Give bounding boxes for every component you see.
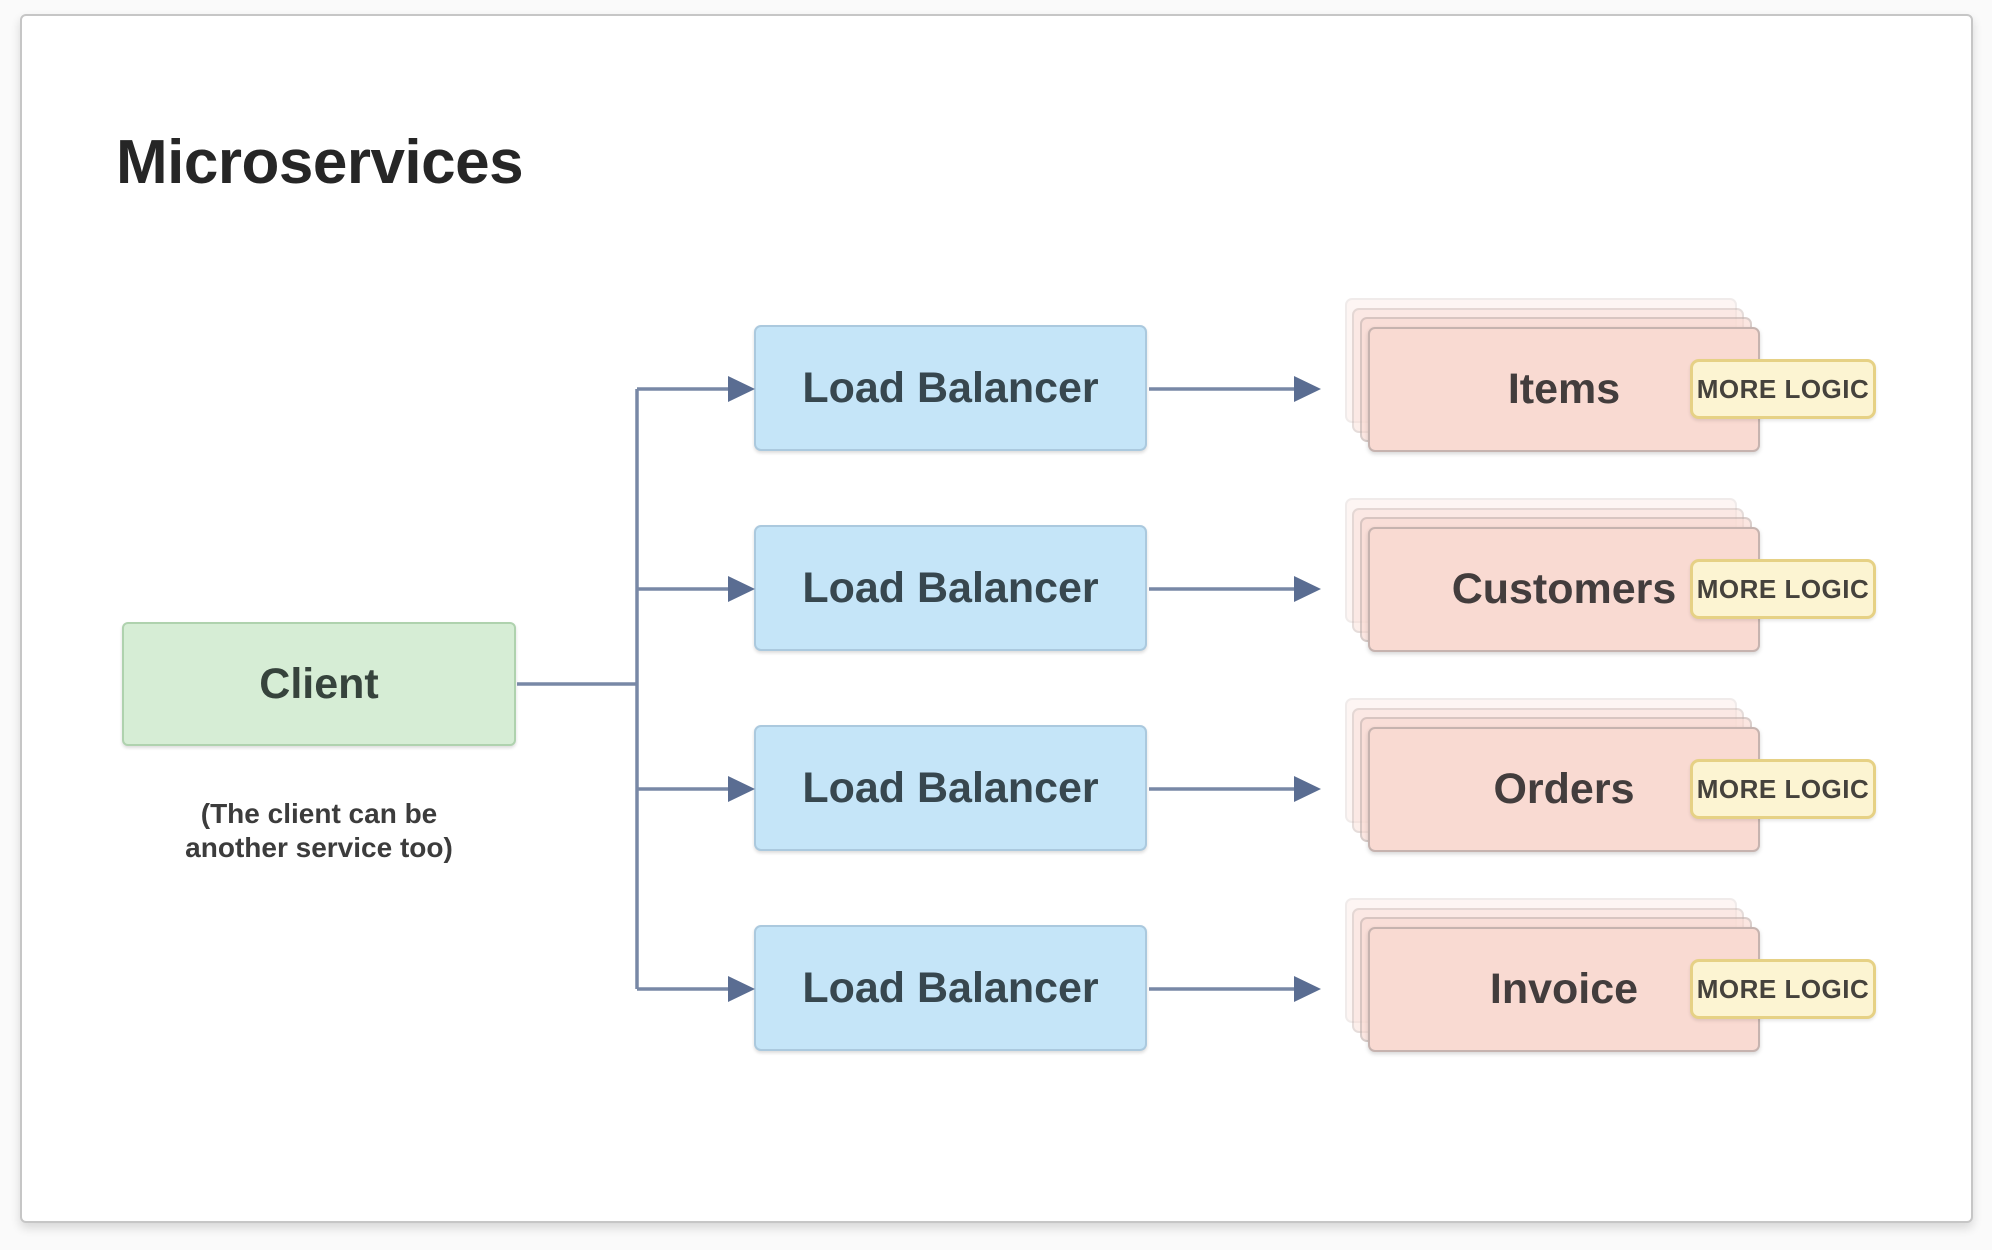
arrowhead-icon <box>728 376 755 402</box>
badge-label: MORE LOGIC <box>1696 573 1870 604</box>
badge-label: MORE LOGIC <box>1696 773 1870 804</box>
load-balancer-node: Load Balancer <box>754 725 1147 851</box>
client-label: Client <box>259 659 379 708</box>
arrowhead-icon <box>1294 576 1321 602</box>
arrowhead-icon <box>728 776 755 802</box>
arrowhead-icon <box>1294 776 1321 802</box>
more-logic-badge: MORE LOGIC <box>1690 559 1876 619</box>
service-label: Invoice <box>1489 965 1639 1013</box>
load-balancer-node: Load Balancer <box>754 325 1147 451</box>
badge-label: MORE LOGIC <box>1696 373 1870 404</box>
load-balancer-label: Load Balancer <box>802 563 1099 612</box>
arrowhead-icon <box>728 576 755 602</box>
load-balancer-node: Load Balancer <box>754 925 1147 1051</box>
service-stack-items: Items <box>1345 298 1760 452</box>
more-logic-badge: MORE LOGIC <box>1690 959 1876 1019</box>
service-label: Orders <box>1493 765 1635 813</box>
service-label: Items <box>1507 365 1621 413</box>
more-logic-badge: MORE LOGIC <box>1690 759 1876 819</box>
arrowhead-icon <box>1294 976 1321 1002</box>
diagram-title: Microservices <box>116 128 524 197</box>
client-node: Client <box>122 622 516 746</box>
badge-label: MORE LOGIC <box>1696 973 1870 1004</box>
load-balancer-label: Load Balancer <box>802 963 1099 1012</box>
load-balancer-label: Load Balancer <box>802 763 1099 812</box>
arrowhead-icon <box>728 976 755 1002</box>
service-stack-invoice: Invoice <box>1345 898 1760 1052</box>
load-balancer-label: Load Balancer <box>802 363 1099 412</box>
load-balancer-node: Load Balancer <box>754 525 1147 651</box>
more-logic-badge: MORE LOGIC <box>1690 359 1876 419</box>
client-caption: (The client can be another service too) <box>185 798 453 864</box>
service-stack-orders: Orders <box>1345 698 1760 852</box>
arrowhead-icon <box>1294 376 1321 402</box>
service-label: Customers <box>1451 565 1677 613</box>
